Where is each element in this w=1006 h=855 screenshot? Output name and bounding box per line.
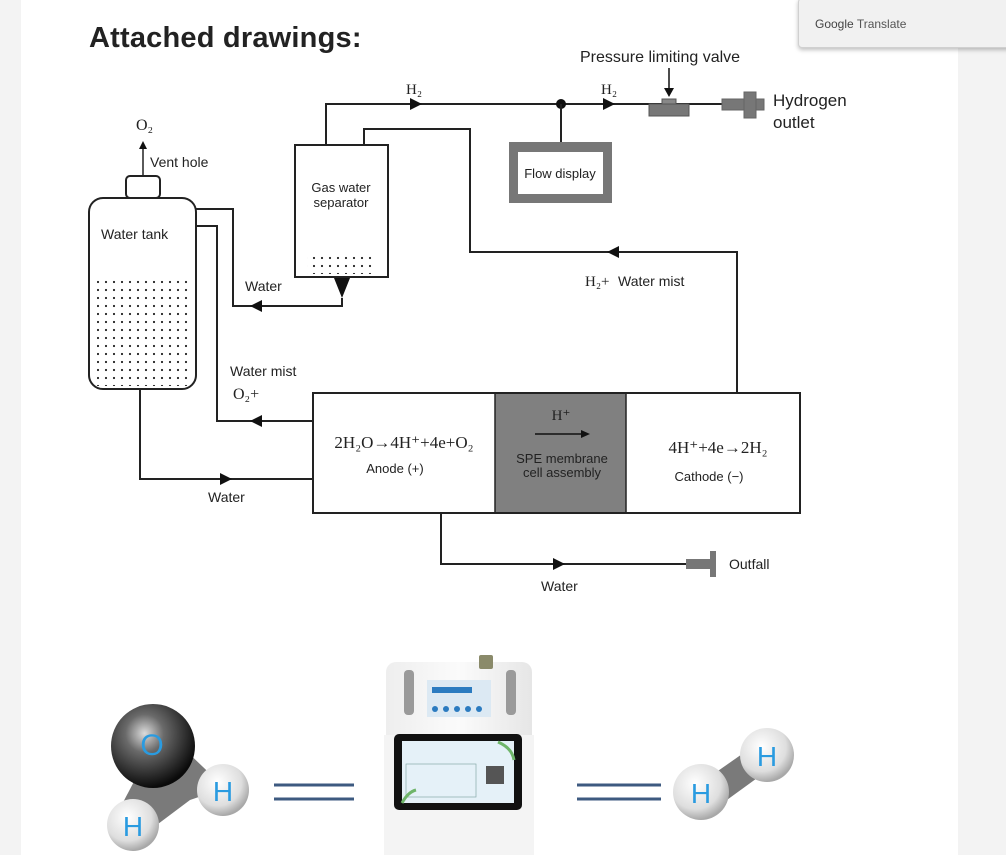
drain-water-label: Water: [541, 578, 578, 594]
svg-text:H: H: [691, 778, 711, 809]
h2-main-pipe: [325, 103, 740, 145]
hydrogen-outlet-label-2: outlet: [773, 113, 815, 132]
ion-flow-arrow: [581, 430, 590, 438]
translate-text: Translate: [856, 17, 907, 31]
outfall-icon: [686, 551, 716, 577]
anode-label: Anode (+): [366, 461, 423, 476]
separator-water-label: Water: [245, 278, 282, 294]
hydrogen-outlet-label: Hydrogen: [773, 91, 847, 110]
flow-arrow-right: [603, 98, 615, 110]
flow-arrow-right: [553, 558, 565, 570]
flow-arrow-right: [220, 473, 232, 485]
flow-display-screen: [518, 152, 603, 194]
water-tank-label: Water tank: [101, 226, 169, 242]
separator-water-return-pipe: [196, 208, 343, 307]
svg-text:O: O: [140, 729, 163, 762]
flow-arrow-left: [607, 246, 619, 258]
gas-water-separator: [294, 144, 389, 278]
google-translate-popup[interactable]: Google Translate: [798, 0, 1006, 48]
equals-sign-right: [577, 783, 661, 801]
equals-sign-left: [274, 783, 354, 801]
hydrogen-generator-device: [384, 655, 534, 855]
pressure-valve-body: [648, 103, 690, 117]
o2-water-mist-pipe: [196, 225, 313, 422]
h2-label-left: H₂: [406, 82, 422, 98]
o2-water-mist-label: Water mist: [230, 363, 296, 379]
h2-water-mist-pipe: [363, 128, 738, 393]
flow-arrow-left: [250, 300, 262, 312]
hydrogen-outlet-icon: [721, 91, 765, 119]
separator-water-dots: [307, 256, 375, 274]
outfall-label: Outfall: [729, 556, 769, 572]
pressure-valve-label: Pressure limiting valve: [580, 49, 740, 66]
pressure-valve-cap: [661, 98, 677, 105]
h2-label-right: H₂: [601, 82, 617, 98]
vent-o2-label: O₂: [136, 117, 153, 134]
hydrogen-molecule-icon: H H: [673, 728, 794, 820]
water-molecule-icon: O H H: [107, 704, 249, 851]
membrane-label-2: cell assembly: [523, 465, 602, 480]
anode-equation: 2H₂O→4H⁺+4e+O₂: [334, 433, 473, 452]
page-title: Attached drawings:: [89, 22, 362, 54]
separator-label: Gas water: [311, 180, 371, 195]
flow-display-label: Flow display: [524, 166, 596, 181]
valve-pointer-arrow: [664, 88, 674, 97]
svg-text:H: H: [757, 741, 777, 772]
h2-water-mist-label: Water mist: [618, 273, 684, 289]
flow-arrow-left: [250, 415, 262, 427]
vent-arrow: [139, 141, 147, 149]
vent-hole-label: Vent hole: [150, 154, 209, 170]
o2-water-mist-chem: O₂+: [233, 386, 259, 403]
h2-water-mist-chem: H₂+: [585, 274, 610, 290]
google-brand: Google: [815, 17, 854, 31]
cathode-label: Cathode (−): [674, 469, 743, 484]
drain-pipe: [440, 513, 690, 565]
separator-label-2: separator: [314, 195, 370, 210]
spe-membrane: [495, 394, 626, 512]
membrane-label: SPE membrane: [516, 451, 608, 466]
google-translate-label[interactable]: Google Translate: [815, 17, 906, 31]
flow-arrow-right: [410, 98, 422, 110]
tank-water-label: Water: [208, 489, 245, 505]
vent-cap: [125, 175, 161, 199]
cathode-equation: 4H⁺+4e→2H₂: [668, 438, 767, 457]
tank-to-anode-pipe: [139, 389, 313, 480]
water-tank-dots: [97, 276, 189, 386]
svg-text:H: H: [213, 776, 233, 807]
membrane-ion-label: H⁺: [552, 408, 571, 424]
separator-drain-valve: [334, 278, 350, 298]
svg-text:H: H: [123, 811, 143, 842]
